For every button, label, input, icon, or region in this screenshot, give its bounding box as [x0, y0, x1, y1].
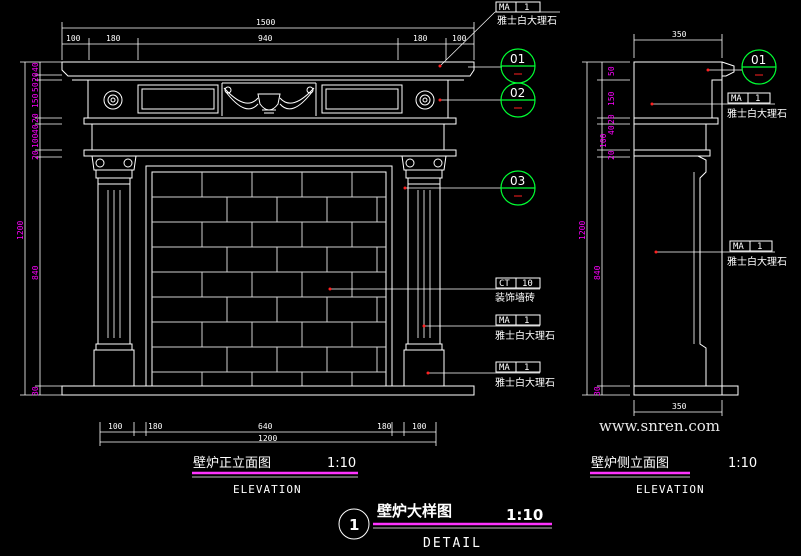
front-vdim-1: 40 [31, 62, 40, 72]
front-vdim-5: 20 [31, 113, 40, 123]
detail-number-circle [338, 508, 370, 540]
front-ct10-code: CT [499, 279, 510, 289]
front-elevation: 1500 100 180 940 180 100 40 20 50 150 20 [16, 1, 560, 496]
front-dim-top-3: 940 [258, 34, 273, 43]
detail-number: 1 [349, 516, 359, 534]
front-ma1-top-text: 雅士白大理石 [497, 14, 557, 27]
side-ma1-top-code: MA [731, 94, 742, 104]
side-dim-top: 350 [672, 30, 687, 39]
side-ma1-top-num: 1 [755, 94, 760, 104]
side-ma1-mid-code: MA [733, 242, 744, 252]
side-profile [633, 61, 739, 396]
front-bottom-dimensions: 100 180 640 180 100 1200 [99, 422, 437, 446]
bubble-01-side-label: 01 [751, 53, 766, 67]
side-vdim-total: 1200 [578, 221, 587, 240]
side-vdim-840: 840 [593, 265, 602, 280]
bubble-02-label: 02 [510, 86, 525, 100]
detail-subtitle: DETAIL [423, 536, 482, 551]
side-scale: 1:10 [728, 456, 757, 471]
front-bdim-2: 180 [148, 422, 163, 431]
side-wall-outline [633, 61, 723, 396]
front-bdim-5: 100 [412, 422, 427, 431]
front-ma1-mid-num: 1 [524, 316, 529, 326]
front-dim-top-1: 100 [66, 34, 81, 43]
side-vdim-4: 40 [607, 125, 616, 135]
bubble-03-label: 03 [510, 174, 525, 188]
front-ma1-top-num: 1 [524, 3, 529, 13]
front-subtitle: ELEVATION [233, 483, 302, 496]
front-dim-top-5: 100 [452, 34, 467, 43]
bubble-01-label: 01 [510, 52, 525, 66]
side-ma1-top-text: 雅士白大理石 [727, 107, 787, 120]
bubble-02-front[interactable]: 02 [500, 82, 536, 118]
front-title-block: 壁炉正立面图 1:10 ELEVATION [192, 456, 358, 496]
side-elevation: 350 50 150 20 40 100 20 1200 840 30 [578, 30, 787, 496]
side-bottom-dimension: 350 [633, 400, 723, 416]
front-title: 壁炉正立面图 [193, 456, 271, 471]
bubble-03-front[interactable]: 03 [500, 170, 536, 206]
front-vdim-4: 150 [31, 93, 40, 108]
front-vdim-base: 30 [31, 386, 40, 396]
side-ma1-mid-text: 雅士白大理石 [727, 255, 787, 268]
side-vdim-5: 100 [599, 133, 608, 148]
front-vdim-2: 20 [31, 72, 40, 82]
front-dim-total: 1500 [256, 18, 275, 27]
front-ct10-text: 装饰墙砖 [495, 291, 535, 304]
side-vdim-1: 50 [607, 66, 616, 76]
side-top-dimension: 350 [633, 30, 723, 58]
front-ma1-bot-num: 1 [524, 363, 529, 373]
side-callouts: MA 1 雅士白大理石 MA 1 雅士白大理石 [650, 68, 787, 268]
front-hearth [61, 385, 475, 396]
side-vdim-2: 150 [607, 91, 616, 106]
front-vdim-840: 840 [31, 265, 40, 280]
side-title-block: 壁炉侧立面图 1:10 ELEVATION [590, 456, 757, 496]
bubble-01-front[interactable]: 01 [500, 48, 536, 84]
front-ma1-mid-code: MA [499, 316, 510, 326]
front-left-dimensions: 40 20 50 150 20 40 100 20 1200 840 30 [16, 61, 62, 396]
urn-ornament [223, 86, 315, 114]
side-title: 壁炉侧立面图 [591, 456, 669, 471]
front-bdim-3: 640 [258, 422, 273, 431]
front-top-dimensions: 1500 100 180 940 180 100 [61, 18, 475, 60]
detail-scale: 1:10 [506, 506, 543, 524]
front-mantel [61, 61, 475, 157]
side-ma1-mid-num: 1 [757, 242, 762, 252]
right-rosette [415, 90, 435, 110]
front-bdim-1: 100 [108, 422, 123, 431]
left-column [91, 155, 137, 387]
left-rosette [103, 90, 123, 110]
side-dim-bottom: 350 [672, 402, 687, 411]
front-bdim-total: 1200 [258, 434, 277, 443]
front-vdim-8: 20 [31, 150, 40, 160]
front-ma1-bot-code: MA [499, 363, 510, 373]
front-callouts: MA 1 雅士白大理石 CT 10 装饰墙砖 MA 1 雅士白大理石 MA 1 … [328, 1, 560, 389]
bubble-01-side[interactable]: 01 [741, 49, 777, 85]
side-left-dimensions: 50 150 20 40 100 20 1200 840 30 [578, 61, 630, 396]
front-vdim-7: 100 [31, 133, 40, 148]
front-vdim-3: 50 [31, 82, 40, 92]
front-vdim-6: 40 [31, 124, 40, 134]
front-scale: 1:10 [327, 456, 356, 471]
front-ma1-top-code: MA [499, 3, 510, 13]
front-ma1-bot-text: 雅士白大理石 [495, 376, 555, 389]
front-ct10-num: 10 [522, 279, 533, 289]
side-vdim-base: 30 [593, 386, 602, 396]
front-dim-top-4: 180 [413, 34, 428, 43]
side-vdim-6: 20 [607, 150, 616, 160]
front-ma1-mid-text: 雅士白大理石 [495, 329, 555, 342]
side-subtitle: ELEVATION [636, 483, 705, 496]
detail-title-block: 1 壁炉大样图 1:10 DETAIL [338, 502, 552, 551]
front-vdim-total: 1200 [16, 221, 25, 240]
watermark: www.snren.com [599, 417, 720, 435]
detail-title: 壁炉大样图 [377, 502, 452, 520]
front-bdim-4: 180 [377, 422, 392, 431]
front-dim-top-2: 180 [106, 34, 121, 43]
right-column [401, 155, 447, 387]
side-vdim-3: 20 [607, 114, 616, 124]
firebox-brick-wall [145, 165, 393, 387]
